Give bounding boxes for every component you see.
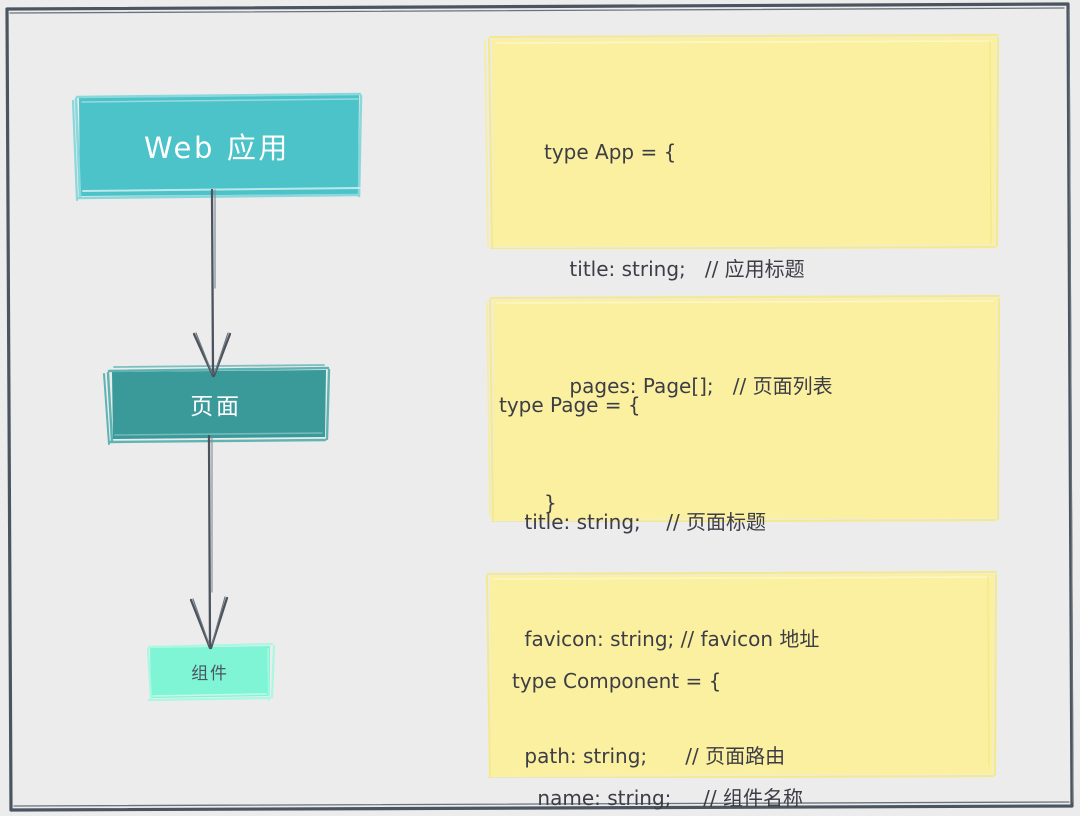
code-line: name: string; // 组件名称 <box>512 786 804 810</box>
flow-node-component[interactable]: 组件 <box>142 640 278 702</box>
code-line: title: string; // 页面标题 <box>499 510 767 534</box>
code-line: type Component = { <box>512 669 722 693</box>
code-card-app[interactable]: type App = { title: string; // 应用标题 page… <box>482 33 1000 515</box>
flow-node-component-label: 组件 <box>191 663 229 684</box>
node-app-shape <box>71 92 363 202</box>
flow-node-page-label: 页面 <box>190 394 242 420</box>
flow-node-page[interactable]: 页面 <box>100 362 332 446</box>
code-line: title: string; // 应用标题 <box>544 257 805 281</box>
code-card-component-shape <box>485 570 998 778</box>
arrow-page-to-component <box>189 434 229 650</box>
code-card-page[interactable]: type Page = { title: string; // 页面标题 fav… <box>485 294 1001 768</box>
code-line: type App = { <box>544 140 677 164</box>
flow-node-app[interactable]: Web 应用 <box>70 88 364 204</box>
code-card-component-lines: type Component = { name: string; // 组件名称… <box>482 570 1000 816</box>
code-card-component[interactable]: type Component = { name: string; // 组件名称… <box>482 570 1000 810</box>
arrow-app-to-page <box>192 188 232 378</box>
code-line: type Page = { <box>499 393 641 417</box>
node-component-shape <box>146 642 276 702</box>
flow-node-app-label: Web 应用 <box>143 131 291 165</box>
code-card-app-shape <box>484 33 1000 249</box>
code-card-page-shape <box>486 294 1001 522</box>
